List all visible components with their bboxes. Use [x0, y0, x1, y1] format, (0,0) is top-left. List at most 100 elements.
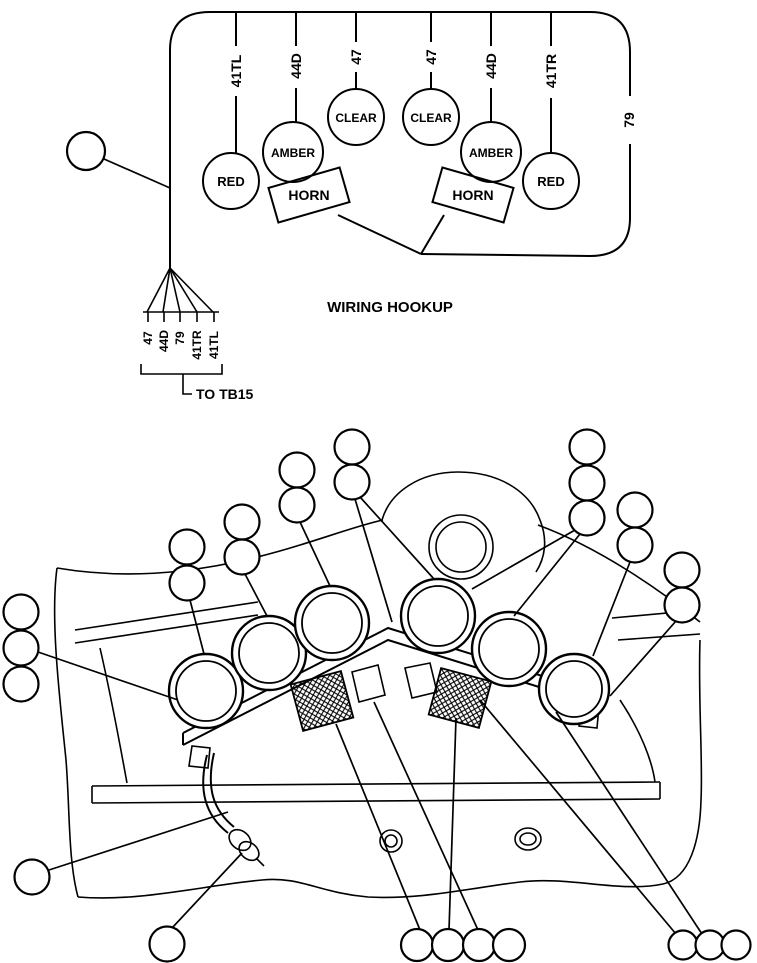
callout-circle [2, 665, 40, 703]
label-backer [347, 42, 365, 72]
diagram-title: WIRING HOOKUP [327, 299, 453, 316]
wire-label-47-right: 47 [423, 49, 439, 65]
lamp [470, 610, 548, 688]
callout-balloons [2, 428, 752, 963]
cable-connector [238, 840, 260, 862]
leader-line [103, 158, 171, 189]
callout-circle [168, 564, 206, 602]
lamp-clear-right [402, 88, 460, 146]
callout-circle [663, 551, 701, 589]
callout-circle [663, 586, 701, 624]
lamp [230, 614, 308, 692]
lamp [537, 652, 611, 726]
leader-lines [37, 496, 703, 935]
horn-left [289, 669, 355, 733]
pin-label-79: 79 [173, 331, 187, 345]
lamp-label-amber-left: AMBER [271, 146, 315, 160]
callout-circle [333, 463, 371, 501]
callout-circle [278, 486, 316, 524]
callout-circle [430, 927, 466, 963]
bumper-hole [519, 832, 537, 846]
callout-circle [461, 927, 497, 963]
lamp-lens [545, 660, 603, 718]
label-backer [227, 46, 245, 96]
vehicle-body-outline [53, 471, 703, 899]
callout-circle [333, 428, 371, 466]
bar-foot-left [188, 745, 211, 769]
harness-outline [169, 11, 631, 268]
lamp [399, 577, 477, 655]
lamp-label-amber-right: AMBER [469, 146, 513, 160]
callout-circle [694, 929, 726, 961]
lamp-amber-left [262, 121, 324, 183]
wire-label-79: 79 [621, 112, 637, 128]
callout-circle [491, 927, 527, 963]
horn-bracket-right [404, 662, 438, 699]
callout-circle [399, 927, 435, 963]
bumper-hole [514, 827, 542, 851]
lamp-lens [407, 585, 469, 647]
callout-circle [568, 428, 606, 466]
callout-circle [2, 593, 40, 631]
callout-circle [148, 925, 186, 963]
light-bar-illustration [2, 428, 752, 963]
label-backer [287, 46, 305, 88]
horn-box-left [267, 166, 351, 224]
horn-wire-left [337, 214, 422, 255]
lamp [167, 652, 245, 730]
callout-circle [13, 858, 51, 896]
horn-box-right [431, 166, 515, 224]
wire-label-44d-left: 44D [288, 53, 304, 79]
horn-right [427, 666, 493, 730]
lamp-label-clear-left: CLEAR [335, 111, 377, 125]
lamp-lens [238, 622, 300, 684]
cable-connector [228, 828, 252, 852]
label-backer [542, 46, 560, 98]
label-backer [422, 42, 440, 72]
pin-label-44d: 44D [157, 330, 171, 352]
wire-label-47-left: 47 [348, 49, 364, 65]
callout-circle [568, 464, 606, 502]
lamp-red-right [522, 152, 580, 210]
bumper-hole [384, 834, 398, 848]
connector-fan [143, 267, 219, 322]
lamp-label-red-right: RED [537, 174, 564, 189]
callout-circle [616, 491, 654, 529]
lamp-lens [301, 592, 363, 654]
destination-label: TO TB15 [196, 386, 254, 402]
label-backer [619, 96, 639, 144]
lamp-lens [478, 618, 540, 680]
lamp-label-clear-right: CLEAR [410, 111, 452, 125]
lamp-clear-left [327, 88, 385, 146]
wiring-hookup-diagram: 41TL 44D 47 47 44D 41TR 79 RED AMBER CLE… [65, 11, 639, 402]
callout-circle [2, 629, 40, 667]
callout-circle [278, 451, 316, 489]
lamp-assemblies [167, 577, 611, 730]
lamp-label-red-left: RED [217, 174, 244, 189]
pin-label-47: 47 [141, 331, 155, 345]
callout-circle [616, 526, 654, 564]
group-bracket [140, 364, 223, 375]
wire-label-41tl: 41TL [228, 54, 244, 87]
lamp [293, 584, 371, 662]
pin-label-41tl: 41TL [207, 331, 221, 359]
bumper-hole [379, 829, 403, 853]
lamp-lens [175, 660, 237, 722]
power-cable [202, 752, 265, 867]
wire-label-44d-right: 44D [483, 53, 499, 79]
callout-circle [667, 929, 699, 961]
callout-circle [720, 929, 752, 961]
destination-lead [182, 374, 192, 395]
pin-label-41tr: 41TR [190, 330, 204, 360]
wire-label-41tr: 41TR [543, 54, 559, 88]
horn-wire-right [420, 214, 445, 255]
callout-circle [223, 538, 261, 576]
label-backer [482, 46, 500, 88]
horn-bracket-left [351, 664, 386, 703]
lamp-red-left [202, 152, 260, 210]
callout-circle [568, 499, 606, 537]
callout-circle [168, 528, 206, 566]
callout-circle [65, 130, 107, 172]
horn-label-right: HORN [452, 187, 493, 203]
